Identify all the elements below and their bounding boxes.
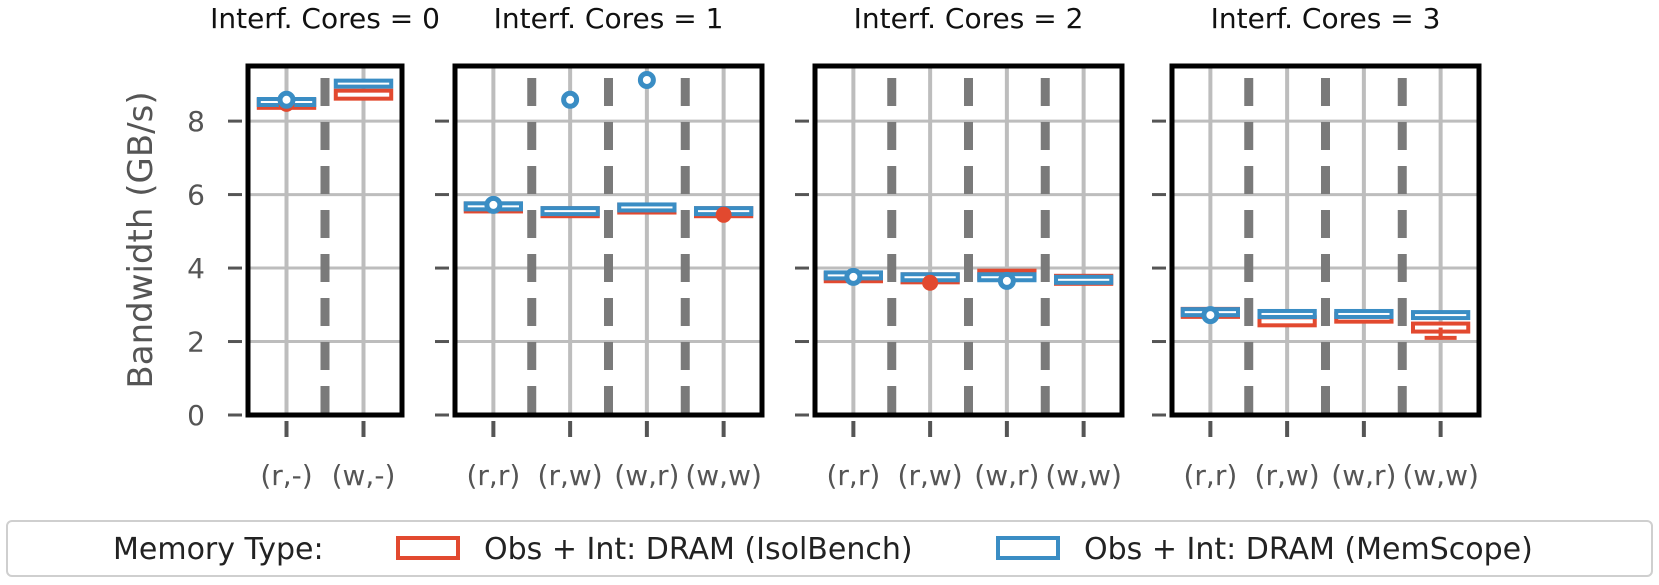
- outlier-memscope: [561, 90, 580, 109]
- x-tick-label: (w,-): [332, 459, 396, 492]
- panel-title: Interf. Cores = 2: [854, 2, 1084, 35]
- box-isolbench: [333, 88, 394, 101]
- legend-swatch-isolbench: [396, 536, 460, 560]
- x-tick-label: (r,r): [826, 459, 880, 492]
- legend-swatch-memscope: [996, 536, 1060, 560]
- y-tick-label: 0: [187, 399, 205, 432]
- y-tick-label: 4: [187, 252, 205, 285]
- legend-label-memscope: Obs + Int: DRAM (MemScope): [1084, 532, 1533, 567]
- panel-frame: [812, 63, 1125, 418]
- outlier-memscope: [637, 70, 656, 89]
- outlier-memscope: [844, 267, 863, 286]
- box-memscope: [333, 78, 394, 89]
- outlier-memscope: [277, 90, 296, 109]
- x-tick-label: (r,r): [466, 459, 520, 492]
- x-tick-label: (r,w): [898, 459, 963, 492]
- box-memscope: [617, 202, 677, 213]
- box-memscope: [1334, 308, 1394, 319]
- outlier-memscope: [1201, 306, 1220, 325]
- box-memscope: [540, 206, 600, 217]
- x-tick-label: (w,w): [1402, 459, 1479, 492]
- x-tick-label: (r,w): [1255, 459, 1320, 492]
- panel-title: Interf. Cores = 0: [210, 2, 440, 35]
- outlier-isolbench: [715, 206, 732, 223]
- box-memscope: [1053, 274, 1114, 285]
- outlier-isolbench: [922, 274, 939, 291]
- x-tick-label: (r,r): [1183, 459, 1237, 492]
- y-axis-label: Bandwidth (GB/s): [121, 91, 161, 388]
- x-tick-label: (r,-): [260, 459, 312, 492]
- x-tick-label: (r,w): [538, 459, 603, 492]
- outlier-memscope: [997, 271, 1016, 290]
- x-tick-label: (w,r): [974, 459, 1039, 492]
- y-tick-label: 8: [187, 105, 205, 138]
- panel-frame: [245, 63, 405, 418]
- x-tick-label: (w,w): [1045, 459, 1122, 492]
- legend-label-isolbench: Obs + Int: DRAM (IsolBench): [484, 532, 913, 567]
- y-tick-label: 2: [187, 326, 205, 359]
- panel-frame: [452, 63, 765, 418]
- legend: Memory Type: Obs + Int: DRAM (IsolBench)…: [6, 520, 1653, 577]
- y-tick-label: 6: [187, 179, 205, 212]
- panel-title: Interf. Cores = 1: [494, 2, 724, 35]
- x-tick-label: (w,w): [685, 459, 762, 492]
- x-tick-label: (w,r): [614, 459, 679, 492]
- box-memscope: [1257, 308, 1317, 319]
- legend-title: Memory Type:: [113, 532, 324, 567]
- panel-title: Interf. Cores = 3: [1211, 2, 1441, 35]
- x-tick-label: (w,r): [1331, 459, 1396, 492]
- outlier-memscope: [484, 195, 503, 214]
- panel-frame: [1169, 63, 1482, 418]
- box-memscope: [1410, 310, 1471, 321]
